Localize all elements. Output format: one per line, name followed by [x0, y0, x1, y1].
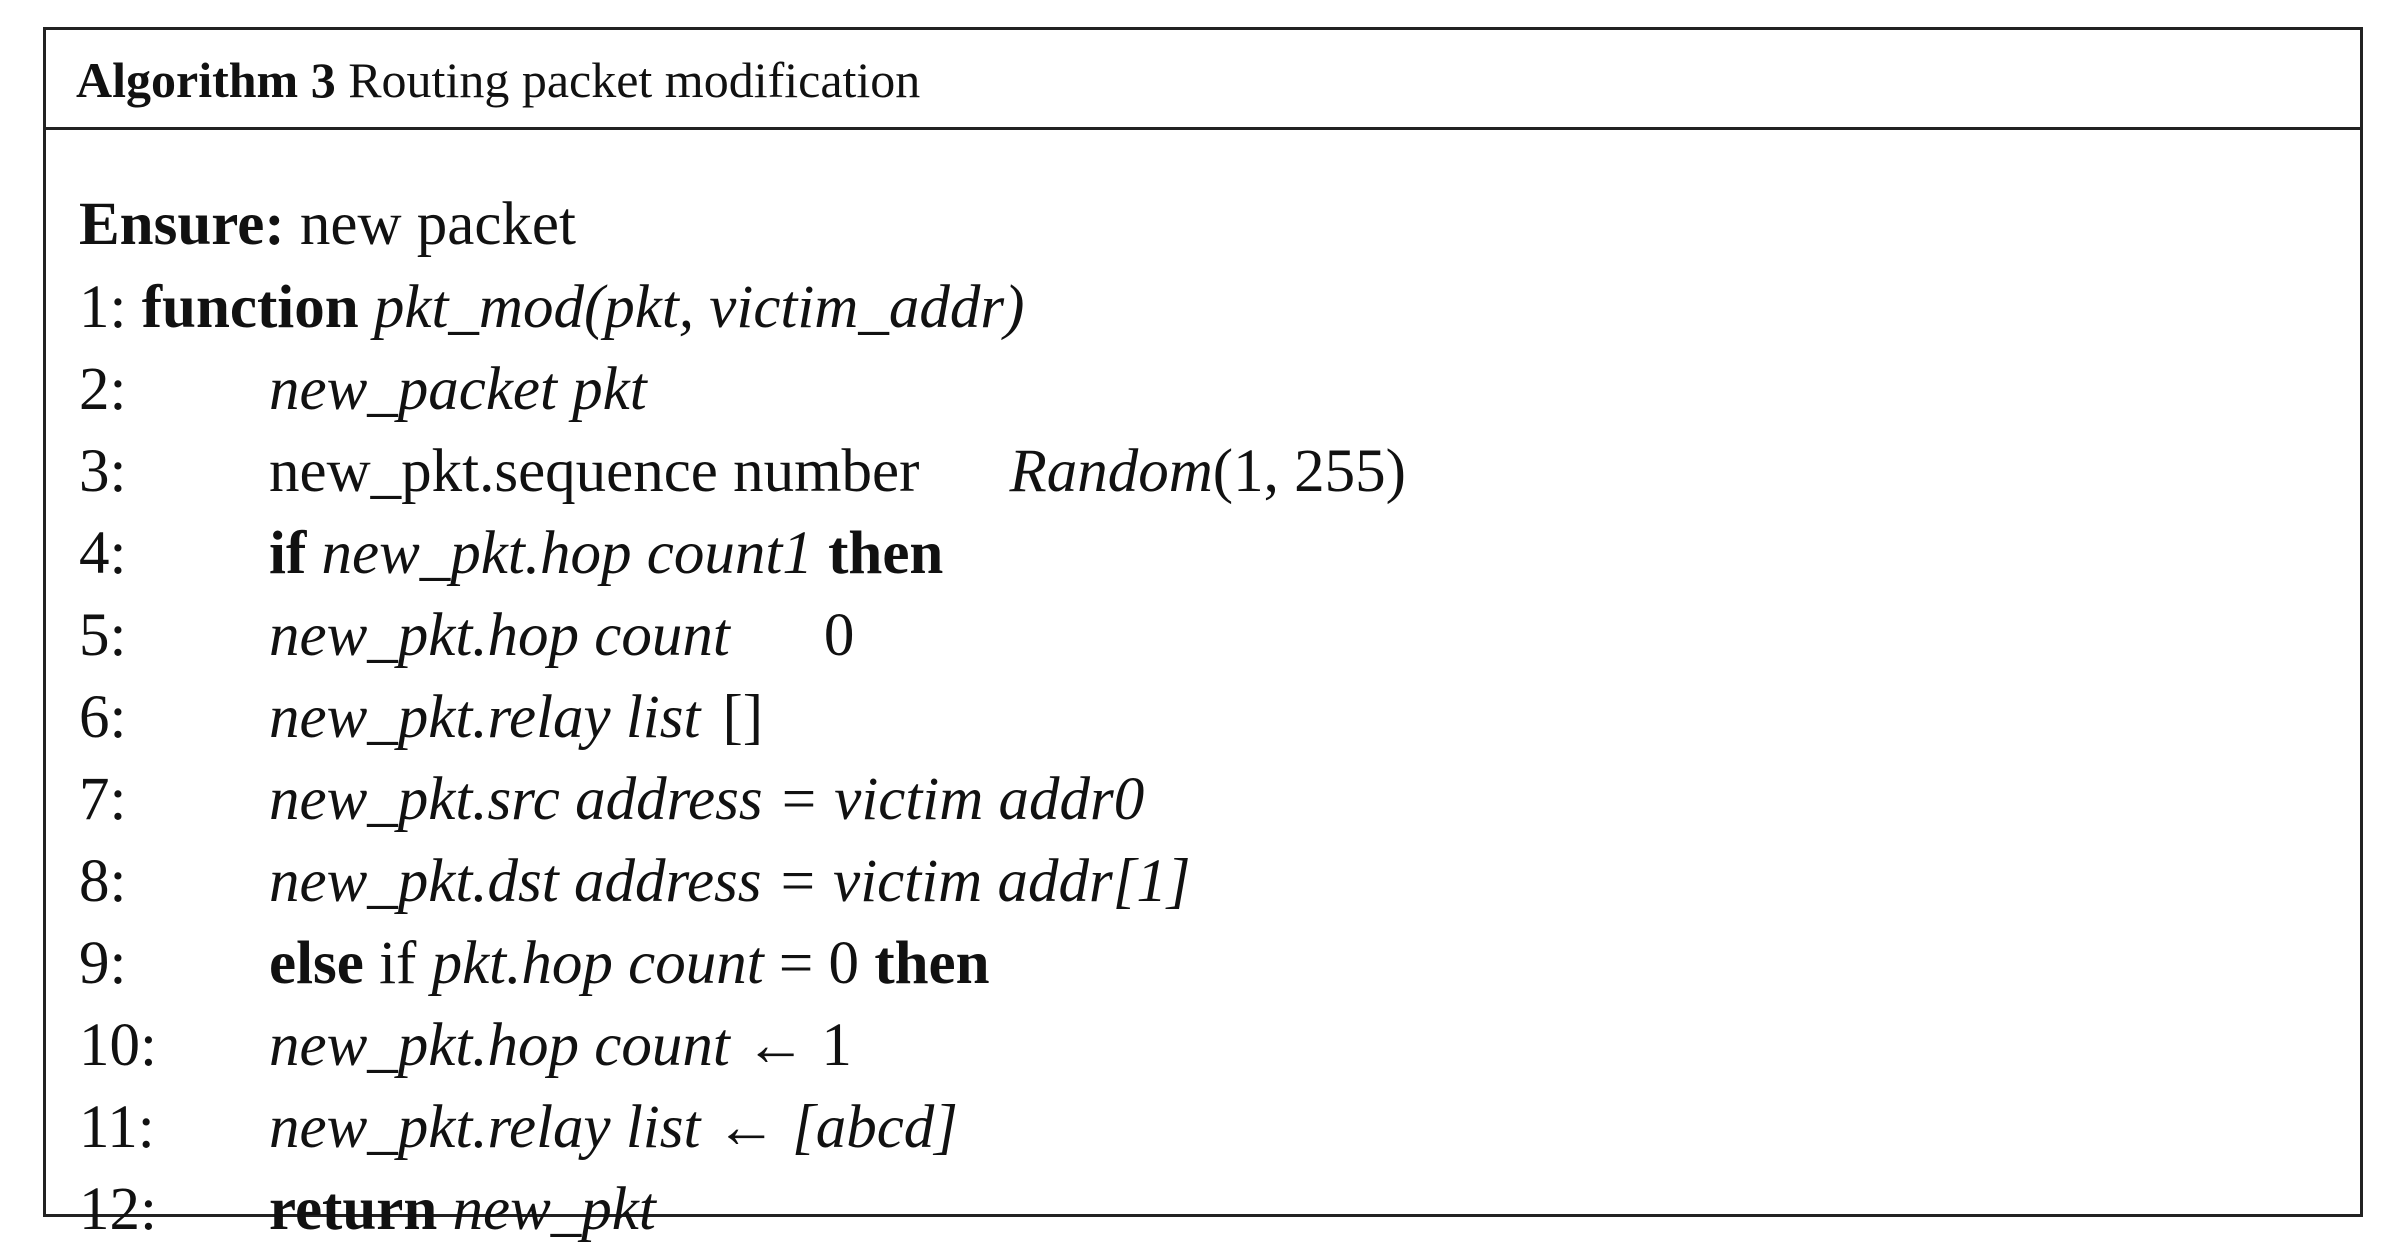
statement: new_packet pkt [269, 356, 647, 423]
random-function: Random [1009, 438, 1213, 505]
condition: new_pkt.hop count1 [321, 520, 813, 587]
condition-rest: = 0 [778, 930, 860, 997]
line-number: 12: [79, 1176, 157, 1243]
algorithm-header: Algorithm 3 Routing packet modification [46, 30, 2360, 130]
else-keyword: else [269, 930, 364, 997]
random-args: (1, 255) [1212, 438, 1406, 505]
return-keyword: return [269, 1176, 438, 1243]
return-value: new_pkt [452, 1176, 656, 1243]
algorithm-line-1: 1: function pkt_mod(pkt, victim_addr) [79, 268, 1024, 348]
then-keyword: then [828, 520, 944, 587]
statement-target: new_pkt.relay list [269, 684, 701, 751]
line-number: 2: [79, 356, 127, 423]
statement: new_pkt.src address = victim addr0 [269, 766, 1145, 833]
line-number: 3: [79, 438, 127, 505]
if-keyword: if [269, 520, 307, 587]
then-keyword: then [874, 930, 990, 997]
if-keyword: if [379, 930, 417, 997]
line-number: 10: [79, 1012, 157, 1079]
line-number: 8: [79, 848, 127, 915]
algorithm-label: Algorithm 3 [76, 52, 336, 108]
statement-value: [] [722, 684, 764, 751]
statement-target: new_pkt.hop count [269, 602, 730, 669]
line-number: 6: [79, 684, 127, 751]
line-number: 1: [79, 274, 127, 341]
statement-target: new_pkt.hop count [269, 1012, 730, 1079]
line-number: 9: [79, 930, 127, 997]
statement: new_pkt.dst address = victim addr[1] [269, 848, 1191, 915]
line-number: 4: [79, 520, 127, 587]
statement-value: [abcd] [791, 1094, 959, 1161]
ensure-line: Ensure: new packet [79, 185, 576, 265]
assign-arrow: ← [745, 1012, 807, 1079]
algorithm-box: Algorithm 3 Routing packet modification … [43, 27, 2363, 1243]
function-keyword: function [141, 274, 359, 341]
statement-target: new_pkt.relay list [269, 1094, 701, 1161]
condition: pkt.hop count [431, 930, 764, 997]
line-number: 11: [79, 1094, 155, 1161]
algorithm-title: Routing packet modification [348, 52, 921, 108]
ensure-text: new packet [299, 191, 576, 258]
line-number: 7: [79, 766, 127, 833]
statement-value: 1 [821, 1012, 852, 1079]
line-number: 5: [79, 602, 127, 669]
algorithm-caption: Algorithm 3 Routing packet modification [76, 52, 920, 108]
statement-target: new_pkt.sequence number [269, 438, 920, 505]
statement-value: 0 [823, 602, 855, 669]
function-signature: pkt_mod(pkt, victim_addr) [373, 274, 1025, 341]
assign-arrow: ← [715, 1094, 777, 1161]
ensure-keyword: Ensure: [79, 191, 285, 258]
